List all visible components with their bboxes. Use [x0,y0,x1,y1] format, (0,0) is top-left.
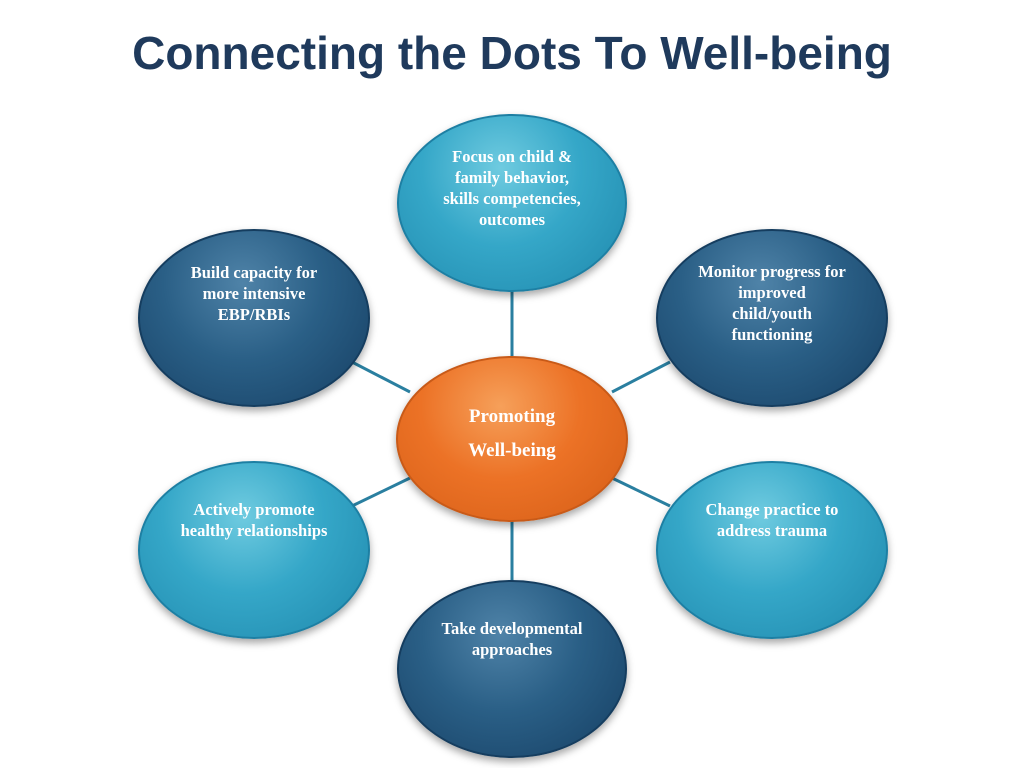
node-promote-relationships: Actively promote healthy relationships [138,461,370,639]
node-label: Focus on child & family behavior, skills… [443,147,581,229]
node-label: Monitor progress for improved child/yout… [698,262,846,344]
connector-lower-right [611,476,671,508]
center-label: Promoting Well-being [468,406,556,461]
node-label: Change practice to address trauma [705,500,839,540]
node-promoting-well-being: Promoting Well-being [396,356,628,522]
node-label: Build capacity for more intensive EBP/RB… [190,262,318,324]
node-change-practice: Change practice to address trauma [656,461,888,639]
node-label: Actively promote healthy relationships [180,500,328,540]
node-label: Take developmental approaches [441,619,583,659]
node-developmental-approaches: Take developmental approaches [397,580,627,758]
node-build-capacity: Build capacity for more intensive EBP/RB… [138,229,370,407]
node-focus-on-child: Focus on child & family behavior, skills… [397,114,627,292]
connector-lower-left [351,476,411,508]
connector-upper-right [611,360,671,394]
page-title: Connecting the Dots To Well-being [132,27,892,79]
node-monitor-progress: Monitor progress for improved child/yout… [656,229,888,407]
connector-upper-left [351,360,411,394]
